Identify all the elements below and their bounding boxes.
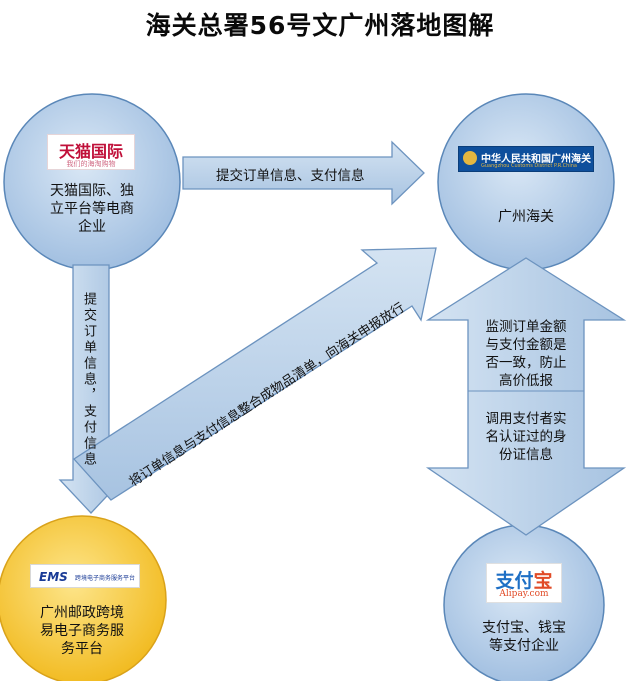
- customs-node-circle: [437, 93, 615, 271]
- arrow-label-tmall-to-customs: 提交订单信息、支付信息: [216, 168, 365, 184]
- arrow-tmall-to-customs: [182, 140, 425, 206]
- alipay-logo: 支付宝 Alipay.com: [486, 563, 562, 603]
- ems-node-label: 广州邮政跨境 易电子商务服 务平台: [40, 605, 124, 657]
- alipay-node-label: 支付宝、钱宝 等支付企业: [482, 620, 566, 654]
- arrow-label-customs-to-alipay: 调用支付者实 名认证过的身 份证信息: [485, 411, 567, 463]
- customs-emblem-icon: [463, 151, 477, 165]
- arrow-label-tmall-to-ems: 提交订单信息，支付信息: [81, 292, 96, 468]
- alipay-node-circle: [443, 524, 605, 681]
- arrow-label-alipay-to-customs: 监测订单金额 与支付金额是 否一致，防止 高价低报: [485, 319, 567, 389]
- ems-logo: EMS 跨境电子商务服务平台: [30, 564, 140, 588]
- customs-node-label: 广州海关: [498, 209, 554, 225]
- arrow-alipay-customs-double: [425, 257, 627, 536]
- arrow-ems-to-customs: [73, 247, 437, 501]
- page-title: 海关总署56号文广州落地图解: [145, 11, 495, 40]
- tmall-logo: 天猫国际 我们的海淘购物: [47, 134, 135, 170]
- tmall-node-label: 天猫国际、独 立平台等电商 企业: [50, 183, 134, 235]
- customs-logo: 中华人民共和国广州海关 Guangzhou Customs District P…: [458, 146, 594, 172]
- ems-node-circle: [0, 515, 167, 681]
